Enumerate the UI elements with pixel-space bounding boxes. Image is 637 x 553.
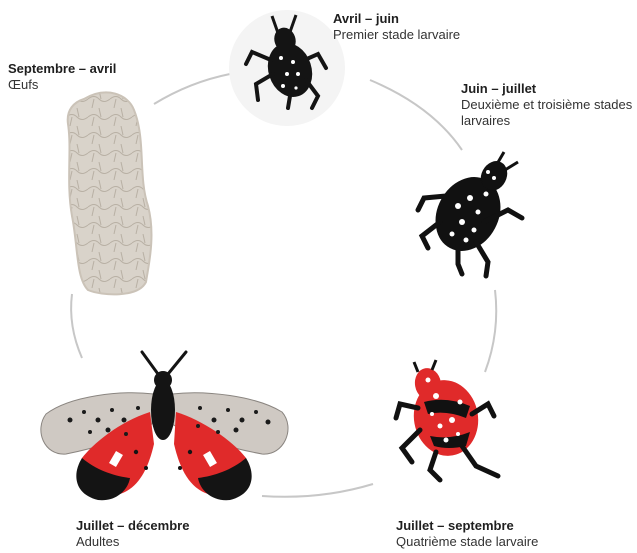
stage-label-fourth-instar: Juillet – septembre Quatrième stade larv… — [396, 518, 538, 550]
stage-label-eggs: Septembre – avril Œufs — [8, 61, 116, 93]
stage-subtitle: Œufs — [8, 77, 116, 93]
stage-title: Septembre – avril — [8, 61, 116, 77]
second-third-instar-nymph — [418, 152, 522, 276]
stage-title: Juillet – décembre — [76, 518, 189, 534]
arc-second-to-fourth — [485, 290, 496, 372]
stage-subtitle: Quatrième stade larvaire — [396, 534, 538, 550]
stage-label-first-instar: Avril – juin Premier stade larvaire — [333, 11, 460, 43]
adult-lanternfly — [41, 352, 288, 500]
stage-title: Avril – juin — [333, 11, 460, 27]
stage-title: Juin – juillet — [461, 81, 637, 97]
stage-label-second-third-instar: Juin – juillet Deuxième et troisième sta… — [461, 81, 637, 129]
stage-subtitle: Premier stade larvaire — [333, 27, 460, 43]
arc-eggs-to-first — [154, 74, 230, 104]
stage-label-adults: Juillet – décembre Adultes — [76, 518, 189, 550]
egg-mass — [68, 93, 152, 295]
stage-subtitle: Adultes — [76, 534, 189, 550]
arc-first-to-second — [370, 80, 462, 150]
stage-subtitle: Deuxième et troisième stades larvaires — [461, 97, 637, 129]
arc-fourth-to-adults — [262, 484, 373, 497]
arc-adults-to-eggs — [71, 294, 82, 358]
fourth-instar-nymph — [396, 360, 498, 480]
stage-title: Juillet – septembre — [396, 518, 538, 534]
